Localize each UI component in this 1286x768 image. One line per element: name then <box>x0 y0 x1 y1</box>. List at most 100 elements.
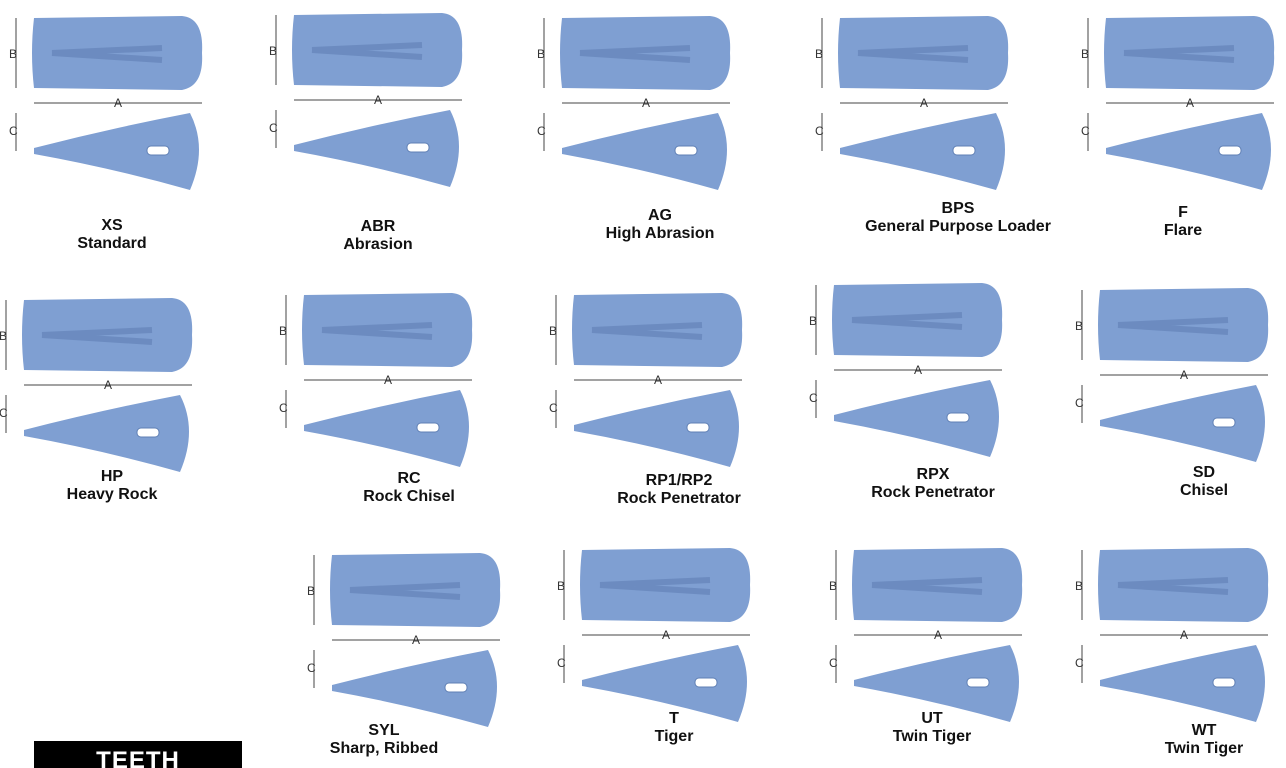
tooth-side-view <box>24 395 189 472</box>
tooth-name: Chisel <box>1179 482 1229 499</box>
tooth-diagram: BCA <box>537 16 731 190</box>
dimension-b-label: B <box>0 329 7 343</box>
tooth-side-view <box>294 110 459 187</box>
tooth-diagram: BCA <box>269 13 463 187</box>
tooth-diagram: BCA <box>307 553 501 727</box>
dimension-b-label: B <box>557 579 565 593</box>
tooth-name: Twin Tiger <box>1164 740 1244 757</box>
tooth-diagram: B C A <box>9 16 203 190</box>
tooth-name: Flare <box>1163 222 1203 239</box>
tooth-code: F <box>1178 204 1188 221</box>
dimension-c-label: C <box>557 656 566 670</box>
tooth-diagram: BCA <box>549 293 743 467</box>
tooth-side-view <box>562 113 727 190</box>
tooth-name: Sharp, Ribbed <box>329 740 439 757</box>
dimension-c-label: C <box>829 656 838 670</box>
dimension-b-label: B <box>829 579 837 593</box>
dimension-a-label: A <box>934 628 942 642</box>
tooth-name: Rock Penetrator <box>871 484 995 501</box>
tooth-name: Standard <box>77 235 147 252</box>
tooth-name: Tiger <box>654 728 694 745</box>
tooth-code: SYL <box>368 722 400 739</box>
dimension-b-label: B <box>279 324 287 338</box>
tooth-code: XS <box>101 217 123 234</box>
tooth-side-view <box>332 650 497 727</box>
tooth-side-view <box>834 380 999 457</box>
dimension-c-label: C <box>537 124 546 138</box>
tooth-diagram: BCA <box>1075 288 1269 462</box>
tooth-side-view <box>1100 645 1265 722</box>
dimension-c-label: C <box>1075 656 1084 670</box>
dimension-c-label: C <box>1075 396 1084 410</box>
dimension-a-label: A <box>914 363 922 377</box>
tooth-side-view <box>304 390 469 467</box>
dimension-a-label: A <box>662 628 670 642</box>
tooth-side-view <box>1100 385 1265 462</box>
section-title-banner: TEETH <box>34 741 242 768</box>
tooth-name: Rock Penetrator <box>617 490 741 507</box>
tooth-code: SD <box>1192 464 1216 481</box>
dimension-a-label: A <box>384 373 392 387</box>
dimension-a-label: A <box>920 96 928 110</box>
dimension-a-label: A <box>1180 628 1188 642</box>
tooth-diagram: B C A <box>815 16 1009 190</box>
dimension-b-label: B <box>809 314 817 328</box>
dimension-a-label: A <box>1180 368 1188 382</box>
tooth-side-view <box>574 390 739 467</box>
tooth-code: RC <box>397 470 421 487</box>
dimension-c-label: C <box>9 124 18 138</box>
dimension-c-label: C <box>809 391 818 405</box>
tooth-name: Rock Chisel <box>363 488 455 505</box>
dimension-b-label: B <box>1081 47 1089 61</box>
tooth-name: Heavy Rock <box>66 486 158 503</box>
tooth-code: HP <box>100 468 124 485</box>
tooth-diagram: BCA <box>0 298 193 472</box>
tooth-diagram: B C A <box>279 293 473 467</box>
tooth-name: Twin Tiger <box>892 728 972 745</box>
tooth-code: BPS <box>941 200 975 217</box>
dimension-a-label: A <box>374 93 382 107</box>
tooth-diagram: B C A <box>829 548 1023 722</box>
tooth-code: ABR <box>360 218 396 235</box>
dimension-c-label: C <box>279 401 288 415</box>
dimension-a-label: A <box>642 96 650 110</box>
tooth-name: High Abrasion <box>605 225 715 242</box>
dimension-b-label: B <box>815 47 823 61</box>
tooth-diagram: BCA <box>1075 548 1269 722</box>
dimension-b-label: B <box>9 47 17 61</box>
dimension-a-label: A <box>1186 96 1194 110</box>
tooth-code: AG <box>648 207 672 224</box>
dimension-a-label: A <box>104 378 112 392</box>
dimension-c-label: C <box>549 401 558 415</box>
tooth-side-view <box>582 645 747 722</box>
dimension-b-label: B <box>269 44 277 58</box>
tooth-code: T <box>669 710 679 727</box>
tooth-diagram: B C A <box>809 283 1003 457</box>
dimension-c-label: C <box>815 124 824 138</box>
dimension-b-label: B <box>307 584 315 598</box>
section-title: TEETH <box>96 747 180 768</box>
tooth-diagram: B C A <box>557 548 751 722</box>
tooth-code: RP1/RP2 <box>645 472 713 489</box>
tooth-name: Abrasion <box>343 236 413 253</box>
tooth-name: General Purpose Loader <box>865 218 1051 235</box>
dimension-c-label: C <box>1081 124 1090 138</box>
tooth-code: RPX <box>916 466 950 483</box>
dimension-a-label: A <box>114 96 122 110</box>
tooth-side-view <box>34 113 199 190</box>
dimension-b-label: B <box>549 324 557 338</box>
dimension-a-label: A <box>412 633 420 647</box>
